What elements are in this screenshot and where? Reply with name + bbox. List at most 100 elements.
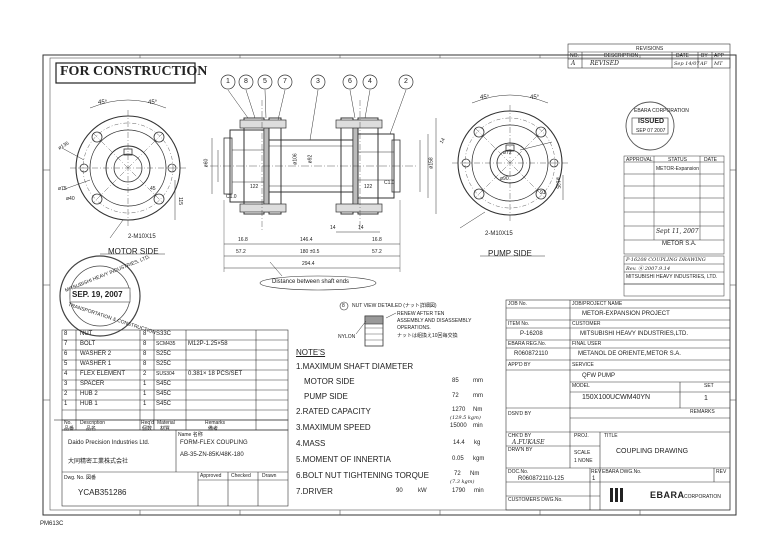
part-remarks: 0.381× 18 PCS/SET xyxy=(188,371,243,377)
dim-294-4: 294.4 xyxy=(302,261,315,267)
tb-job-name-label: JOB/PROJECT NAME xyxy=(572,301,623,307)
part-material: S45C xyxy=(156,391,172,397)
approval-metor: METOR S.A. xyxy=(662,241,697,247)
nut-view-note1: RENEW AFTER TEN xyxy=(397,311,445,317)
motor-side-label: MOTOR SIDE xyxy=(108,247,159,256)
part-material: S45C xyxy=(156,401,172,407)
revisions-title: REVISIONS xyxy=(636,46,664,52)
mhi-inspection-stamp xyxy=(59,255,141,337)
dim-14-b: 14 xyxy=(358,225,364,231)
parts-hdr-material: Material xyxy=(157,420,175,426)
pump-side-view xyxy=(452,94,568,257)
dim-dia-60: ø60 xyxy=(203,158,210,168)
dim-dia-92: ø92 xyxy=(307,154,314,164)
tb-scale: 1 NONE xyxy=(574,458,593,464)
parts-hdr-no: No. xyxy=(64,420,72,426)
approval-sign-date: Sept 11, 2007 xyxy=(656,228,699,235)
daido-company-jp: 大同精密工業株式会社 xyxy=(68,459,129,465)
tb-remarks-label: REMARKS xyxy=(690,409,715,415)
note-pump-val: 72 xyxy=(452,393,459,399)
coupling-section-view xyxy=(210,89,437,291)
part-desc: FLEX ELEMENT xyxy=(80,371,126,377)
tb-appd-label: APP'D BY xyxy=(508,362,531,368)
nut-view-note2: ASSEMBLY AND DISASSEMBLY xyxy=(397,318,472,324)
parts-list-lines xyxy=(54,329,289,507)
tb-item-no: P-16208 xyxy=(520,331,543,337)
tb-proj-label: PROJ. xyxy=(574,433,589,439)
tb-model-label: MODEL xyxy=(572,383,590,389)
notes-title: NOTE'S xyxy=(296,348,326,357)
part-material: S25C xyxy=(156,351,172,357)
balloon-5: 5 xyxy=(263,78,267,85)
dim-16-8-left: 16.8 xyxy=(238,237,248,243)
tb-set-label: SET xyxy=(704,383,714,389)
note-2-unit: Nm xyxy=(473,407,483,413)
approval-hdr-status: STATUS xyxy=(668,157,687,163)
rev-row-date: Sep 14/07 xyxy=(674,61,700,67)
tb-chkd-label: CHK'D BY xyxy=(508,433,532,439)
parts-hdr-desc-jp: 品名 xyxy=(86,426,97,432)
note-6-val: 72 xyxy=(454,471,461,477)
note-4-val: 14.4 xyxy=(453,440,465,446)
tb-drwn-label: DRW'N BY xyxy=(508,447,533,453)
part-no: 3 xyxy=(64,381,68,387)
part-desc: SPACER xyxy=(80,381,105,387)
note-6-alt: (7.3 kgm) xyxy=(450,479,475,485)
note-1: 1.MAXIMUM SHAFT DIAMETER xyxy=(296,362,414,371)
parts-hdr-reqd: Req'd xyxy=(141,420,154,426)
nut-view-note4: ナットは組換え10回毎交換 xyxy=(397,333,458,339)
distance-shaft-ends-note: Distance between shaft ends xyxy=(272,279,350,285)
balloon-group xyxy=(220,74,414,90)
ebara-logo-mark xyxy=(610,488,623,502)
motor-angle-left: 45° xyxy=(98,100,108,106)
balloon-4: 4 xyxy=(368,78,372,85)
note-pump-unit: mm xyxy=(473,393,483,399)
part-desc: WASHER 2 xyxy=(80,351,112,357)
balloon-7: 7 xyxy=(283,78,287,85)
nut-detail xyxy=(339,301,397,347)
rev-row-app: MT xyxy=(714,61,723,67)
note-5: 5.MOMENT OF INNERTIA xyxy=(296,455,391,464)
part-no: 7 xyxy=(64,341,68,347)
parts-hdr-no-jp: 品番 xyxy=(64,426,75,432)
note-3-unit: min xyxy=(473,423,483,429)
balloon-3: 3 xyxy=(316,78,320,85)
tb-rev: 1 xyxy=(592,476,596,482)
mhi-approval-line1: P-16208 COUPLING DRAWING xyxy=(626,257,706,263)
nut-view-ref: 8 xyxy=(342,303,345,309)
dim-122-right: 122 xyxy=(364,184,373,190)
pump-bolt-callout: 2-M10X15 xyxy=(485,231,513,237)
note-7: 7.DRIVER xyxy=(296,487,333,496)
rev-row-by: AF xyxy=(700,61,708,67)
part-qty: 1 xyxy=(143,381,147,387)
parts-hdr-reqd-jp: 個数 xyxy=(142,426,153,432)
part-remarks: M12P-1.25×58 xyxy=(188,341,228,347)
parts-hdr-desc: Description xyxy=(80,420,106,426)
chamfer-right: C1.0 xyxy=(384,180,395,186)
part-desc: BOLT xyxy=(80,341,96,347)
issued-stamp-word: ISSUED xyxy=(638,118,665,125)
dim-146-4: 146.4 xyxy=(300,237,313,243)
part-desc: HUB 2 xyxy=(80,391,98,397)
tb-customer: MITSUBISHI HEAVY INDUSTRIES,LTD. xyxy=(580,331,689,337)
motor-dim-75: ø75 xyxy=(58,186,67,192)
tb-doc-label: DOC.No. xyxy=(508,469,529,475)
part-no: 8 xyxy=(64,331,68,337)
product-name: FORM-FLEX COUPLING xyxy=(180,440,248,446)
part-desc: WASHER 1 xyxy=(80,361,112,367)
issued-stamp xyxy=(625,101,675,151)
daido-drawn: Drawn xyxy=(262,473,277,479)
inner-border xyxy=(49,57,731,511)
issued-stamp-top: EBARA CORPORATION xyxy=(634,108,689,114)
note-motor-unit: mm xyxy=(473,378,483,384)
note-7-speed-unit: min xyxy=(474,488,484,494)
tb-ebara-brand: EBARA xyxy=(650,490,685,500)
part-material: SUS304 xyxy=(156,371,175,377)
dim-57-2-right: 57.2 xyxy=(372,249,382,255)
product-name-label: Name 名称 xyxy=(178,432,203,438)
tb-doc-no: R060872110-125 xyxy=(518,476,564,482)
rev-header-by: BY xyxy=(701,53,708,59)
nut-view-title: NUT VIEW DETAILED (ナット詳細図) xyxy=(352,303,437,309)
note-motor-val: 85 xyxy=(452,378,459,384)
dim-dia-158: ø158 xyxy=(428,157,435,169)
